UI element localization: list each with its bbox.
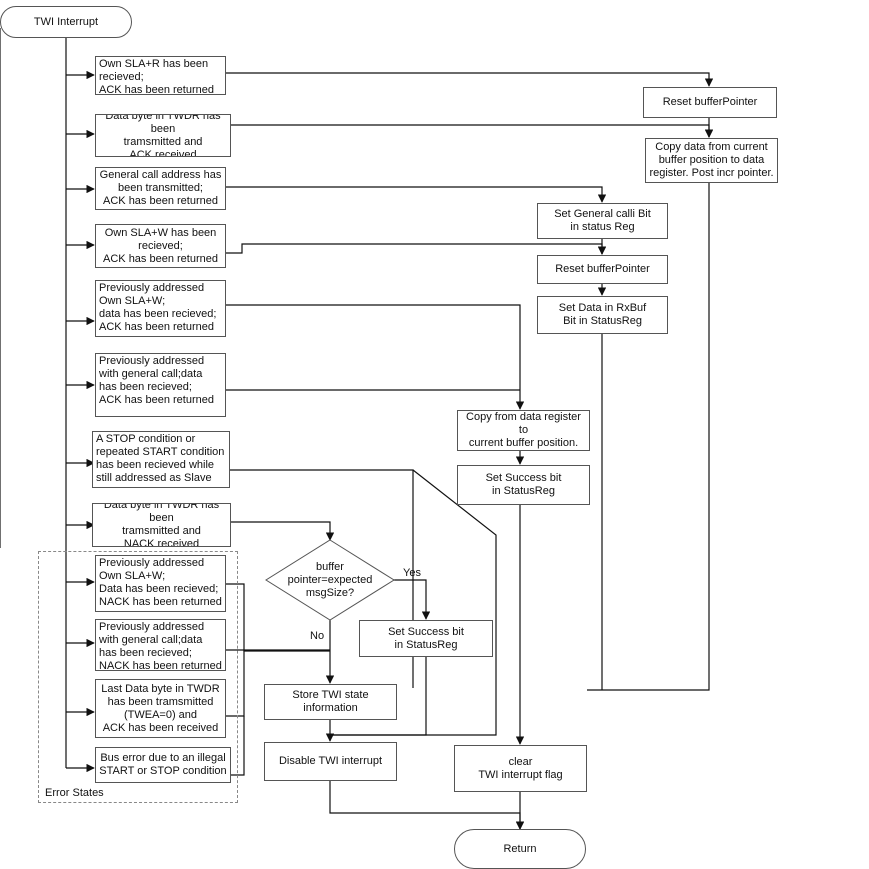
case-bus-error: Bus error due to an illegal START or STO…	[95, 747, 231, 783]
decision-diamond	[265, 539, 395, 621]
case-prev-addressed-general-call-nack: Previously addressed with general call;d…	[95, 619, 226, 671]
error-states-region	[38, 551, 238, 803]
reset-buffer-pointer-box-2: Reset bufferPointer	[537, 255, 668, 284]
end-terminal: Return	[454, 829, 586, 869]
error-states-label: Error States	[45, 787, 104, 799]
case-prev-addressed-own-sla-w-data: Previously addressed Own SLA+W; data has…	[95, 280, 226, 337]
case-own-sla-r-received: Own SLA+R has been recieved; ACK has bee…	[95, 56, 226, 95]
disable-twi-interrupt-box: Disable TWI interrupt	[264, 742, 397, 781]
case-data-transmitted-ack: Data byte in TWDR has been tramsmitted a…	[95, 114, 231, 157]
decision-no-label: No	[310, 630, 325, 642]
set-success-bit-box-2: Set Success bit in StatusReg	[359, 620, 493, 657]
clear-interrupt-flag-box: clear TWI interrupt flag	[454, 745, 587, 792]
case-prev-addressed-general-call-data: Previously addressed with general call;d…	[95, 353, 226, 417]
case-stop-condition: A STOP condition or repeated START condi…	[92, 431, 230, 488]
set-data-in-rxbuf-box: Set Data in RxBuf Bit in StatusReg	[537, 296, 668, 334]
reset-buffer-pointer-box: Reset bufferPointer	[643, 87, 777, 118]
case-general-call-address: General call address has been transmitte…	[95, 167, 226, 210]
decision-text: buffer pointer=expected msgSize?	[287, 560, 373, 599]
case-own-sla-w-received: Own SLA+W has been recieved; ACK has bee…	[95, 224, 226, 268]
copy-from-data-register-box: Copy from data register to current buffe…	[457, 410, 590, 451]
set-success-bit-box-1: Set Success bit in StatusReg	[457, 465, 590, 505]
case-prev-addressed-own-sla-w-nack: Previously addressed Own SLA+W; Data has…	[95, 555, 226, 612]
decision-yes-label: Yes	[403, 567, 421, 579]
case-last-data-byte-transmitted: Last Data byte in TWDR has been tramsmit…	[95, 679, 226, 738]
copy-to-data-register-box: Copy data from current buffer position t…	[645, 138, 778, 183]
set-general-call-bit-box: Set General calli Bit in status Reg	[537, 203, 668, 239]
start-terminal: TWI Interrupt	[0, 6, 132, 38]
case-data-transmitted-nack: Data byte in TWDR has been tramsmitted a…	[92, 503, 231, 547]
store-twi-state-box: Store TWI state information	[264, 684, 397, 720]
